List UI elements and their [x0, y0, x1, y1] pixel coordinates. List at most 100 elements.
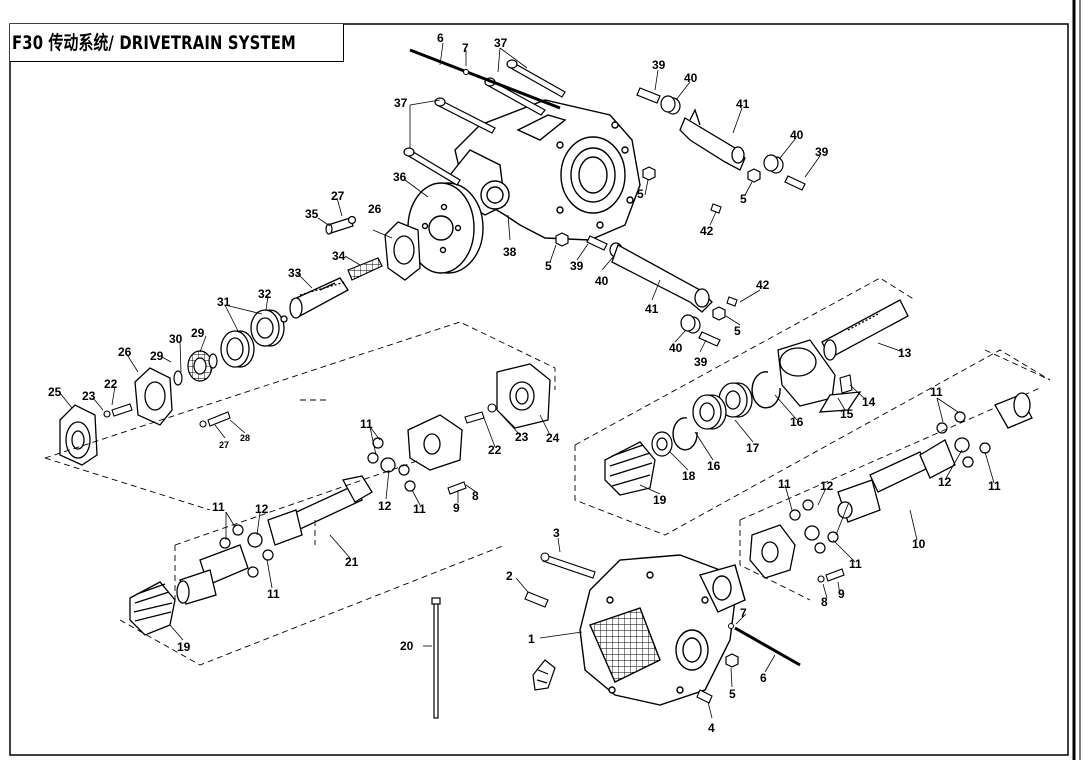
callout-20: 20: [400, 639, 414, 653]
dashed-group-outline-left-lower: [119, 459, 506, 666]
callout-22-left: 22: [104, 377, 118, 391]
callout-11-a: 11: [360, 417, 373, 431]
callout-41-lower: 41: [645, 302, 659, 316]
callout-29-a: 29: [191, 326, 205, 340]
callout-7-upper: 7: [462, 41, 469, 55]
callout-30: 30: [169, 332, 183, 346]
callout-12-d: 12: [820, 479, 834, 493]
bolt-8-9-left: [447, 481, 467, 495]
callout-11-c: 11: [212, 500, 225, 514]
callout-41-top: 41: [736, 97, 750, 111]
callout-18: 18: [682, 469, 696, 483]
callout-40-mid: 40: [595, 274, 609, 288]
callout-39-top: 39: [652, 58, 666, 72]
callout-32: 32: [258, 287, 272, 301]
diagram-border: [9, 23, 1069, 756]
callout-26-upper: 26: [368, 202, 382, 216]
callout-42-b: 42: [756, 278, 770, 292]
bolt-22-left: [103, 403, 133, 418]
mount-bracket-41-lower: [611, 244, 713, 313]
callout-5-a: 5: [637, 187, 644, 201]
bearing-assembly-31-32: [220, 309, 288, 368]
callout-11-h: 11: [849, 557, 862, 571]
nuts-5-upper: [555, 166, 761, 321]
callout-6-upper: 6: [437, 31, 444, 45]
callout-13: 13: [898, 346, 912, 360]
snap-rings-16: [672, 371, 781, 451]
callout-39-right: 39: [815, 145, 829, 159]
spline-34: [347, 257, 383, 281]
callout-11-d: 11: [267, 587, 280, 601]
callout-10: 10: [912, 537, 926, 551]
callout-8-right: 8: [821, 595, 828, 609]
callout-14: 14: [862, 395, 876, 409]
callout-12-a: 12: [378, 499, 392, 513]
callout-12-b: 12: [255, 502, 269, 516]
callout-35: 35: [305, 207, 319, 221]
bolt-14: [839, 374, 853, 394]
callout-34: 34: [332, 249, 346, 263]
callout-9-right: 9: [838, 587, 845, 601]
front-propshaft-21: [176, 414, 463, 605]
bolts-2-3-4: [524, 552, 713, 704]
rear-differential-housing: [449, 99, 641, 241]
callout-37-upper: 37: [494, 36, 508, 50]
brake-disc: [407, 182, 484, 274]
callout-9-left: 9: [453, 501, 460, 515]
callout-24: 24: [546, 431, 560, 445]
callout-1: 1: [528, 632, 535, 646]
callout-39-mid: 39: [570, 259, 584, 273]
callout-8-left: 8: [472, 489, 479, 503]
callout-37-left: 37: [394, 96, 408, 110]
callout-2: 2: [506, 569, 513, 583]
callout-15: 15: [840, 407, 854, 421]
flange-hub-26-lower: [134, 367, 173, 426]
callout-27-upper: 27: [331, 189, 345, 203]
callout-23-left: 23: [82, 389, 96, 403]
gear-29-30: [173, 350, 218, 386]
mount-bracket-41-upper: [679, 108, 746, 171]
bolt-28: [199, 411, 231, 428]
mount-plate-24: [496, 363, 551, 429]
callout-16-left: 16: [707, 459, 721, 473]
front-differential-housing: [579, 554, 746, 706]
callout-12-c: 12: [938, 475, 952, 489]
long-bolts-37: [403, 59, 566, 186]
flange-hub-upper: [384, 221, 421, 281]
callout-6-lower: 6: [760, 671, 767, 685]
callout-33: 33: [288, 266, 302, 280]
callout-5-b: 5: [740, 192, 747, 206]
title-box: [10, 24, 344, 62]
callout-11-e: 11: [930, 385, 943, 399]
callout-29-b: 29: [150, 349, 164, 363]
bushings-40: [609, 95, 784, 334]
seal-18: [651, 431, 673, 457]
clip-7-upper: [463, 69, 469, 75]
callout-27-lower: 27: [219, 440, 229, 450]
callout-11-g: 11: [778, 477, 791, 491]
callout-4: 4: [708, 721, 715, 735]
pin-shaft-6-upper: [409, 48, 561, 110]
callout-16-right: 16: [790, 415, 804, 429]
flange-25: [59, 404, 98, 466]
washers-22-23-right: [464, 403, 497, 424]
leader-lines: [59, 42, 995, 719]
callout-labels: 6 7 37 37 39 40 41 40 39 5 5 42 36 26 27…: [48, 31, 1001, 735]
pin-shaft-6-lower: [734, 626, 801, 667]
callout-42-a: 42: [700, 224, 714, 238]
boot-19-right: [604, 441, 656, 496]
callout-26-lower: 26: [118, 345, 132, 359]
callout-21: 21: [345, 555, 359, 569]
cable-tie-20: [431, 597, 441, 719]
callout-7-lower: 7: [740, 606, 747, 620]
bolts-39: [586, 87, 806, 347]
bearings-17: [692, 382, 753, 430]
bolt-8-9-right: [817, 568, 845, 583]
callout-23-right: 23: [515, 430, 529, 444]
callout-5-d: 5: [734, 324, 741, 338]
callout-31: 31: [217, 295, 231, 309]
callout-40-lower: 40: [669, 341, 683, 355]
callout-17: 17: [746, 441, 760, 455]
